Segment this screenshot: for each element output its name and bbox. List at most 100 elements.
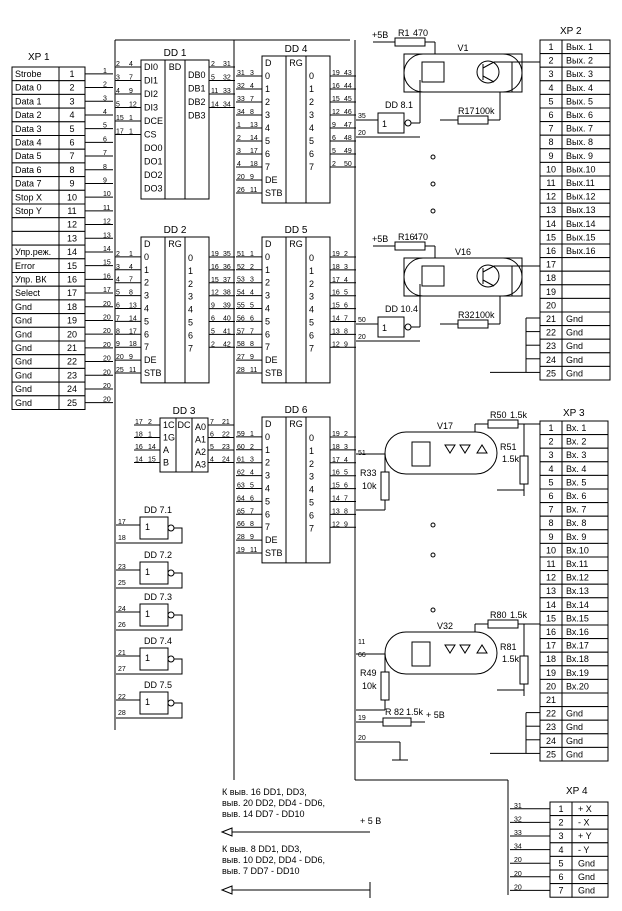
dd1-output-pin: 11 bbox=[211, 88, 218, 95]
continuation-dot bbox=[430, 522, 436, 528]
detector-body bbox=[411, 641, 431, 667]
dd4-pin-label: 2 bbox=[309, 97, 314, 107]
dd1-input-pin: 1 bbox=[129, 115, 133, 122]
dd2-output-pin: 9 bbox=[211, 303, 215, 310]
dd4-pin-label: 6 bbox=[309, 149, 314, 159]
dd4-output-pin: 2 bbox=[332, 161, 336, 168]
dd4-input-pin: 11 bbox=[250, 187, 257, 194]
dd1-pin-label: DI3 bbox=[144, 103, 158, 113]
dd5-body bbox=[261, 236, 331, 384]
gate-output-lead bbox=[116, 614, 183, 631]
wire-number: 35 bbox=[358, 113, 366, 120]
dd1-input-pin: 1 bbox=[129, 129, 133, 136]
dd1-title: DD 1 bbox=[164, 48, 187, 59]
dd3-output-pin: 6 bbox=[210, 432, 214, 439]
xp3-signal-name: Вх.14 bbox=[566, 600, 589, 610]
dd4-pin-label: 1 bbox=[309, 84, 314, 94]
resistor-name: R50 bbox=[490, 410, 507, 420]
continuation-dot bbox=[430, 181, 436, 187]
xp1-wire-number: 10 bbox=[103, 191, 111, 198]
dd1-input-wire: 5 bbox=[116, 102, 120, 109]
continuation-dot bbox=[430, 154, 436, 160]
dd2-output-pin: 12 bbox=[211, 290, 219, 297]
dd5-pin-label: 6 bbox=[309, 330, 314, 340]
wire-number: 50 bbox=[358, 317, 366, 324]
dd4-output-wire: 46 bbox=[344, 109, 352, 116]
dd2-output-pin: 19 bbox=[211, 251, 219, 258]
dd6-input-pin: 2 bbox=[250, 444, 254, 451]
xp1-signal-name: Data 0 bbox=[15, 83, 42, 93]
dd4-pin-label: 0 bbox=[265, 71, 270, 81]
xp1-pin-number: 18 bbox=[67, 302, 77, 312]
dd5-input-pin: 8 bbox=[250, 341, 254, 348]
xp2-signal-name: Gnd bbox=[566, 341, 583, 351]
dd3-input-wire: 14 bbox=[135, 457, 143, 464]
xp2-pin-number: 5 bbox=[548, 96, 553, 106]
dd1-pin-label: CS bbox=[144, 130, 157, 140]
dd5-output-wire: 8 bbox=[344, 328, 348, 335]
dd1-pin-label: DO0 bbox=[144, 143, 163, 153]
xp2-pin-number: 25 bbox=[546, 368, 556, 378]
dd4-pin-label: 3 bbox=[265, 110, 270, 120]
transistor-icon bbox=[476, 60, 500, 84]
dd6-pin-label: 2 bbox=[309, 459, 314, 469]
xp1-signal-name: Data 2 bbox=[15, 110, 42, 120]
gate-label: 1 bbox=[145, 567, 150, 577]
dd6-body bbox=[261, 416, 331, 564]
xp1-wire-number: 20 bbox=[103, 342, 111, 349]
supply-label: + 5B bbox=[426, 710, 445, 720]
arrow-icon bbox=[220, 885, 233, 895]
xp2-pin-number: 1 bbox=[548, 42, 553, 52]
dd5-pin-label: 3 bbox=[265, 291, 270, 301]
dd6-output-wire: 7 bbox=[344, 496, 348, 503]
dd6-output-pin: 15 bbox=[332, 483, 340, 490]
dd4-pin-label: 4 bbox=[309, 123, 314, 133]
gate-body bbox=[377, 112, 405, 134]
dd2-input-wire: 7 bbox=[116, 315, 120, 322]
dd4-input-wire: 20 bbox=[237, 174, 245, 181]
dd6-input-wire: 64 bbox=[237, 495, 245, 502]
xp1-pin-number: 10 bbox=[67, 192, 77, 202]
dd6-output-pin: 14 bbox=[332, 496, 340, 503]
xp2-pin-number: 13 bbox=[546, 205, 556, 215]
dd1-input-wire: 2 bbox=[116, 61, 120, 68]
led-frame bbox=[421, 265, 445, 287]
dd2-input-wire: 9 bbox=[116, 341, 120, 348]
resistor-value: 10k bbox=[362, 481, 377, 491]
dd6-pin-label: 6 bbox=[309, 510, 314, 520]
dd5-output-wire: 2 bbox=[344, 251, 348, 258]
power-note-line: К выв. 16 DD1, DD3, bbox=[222, 787, 307, 797]
transistor-emitter bbox=[482, 279, 495, 287]
dd1-pin-label: DI1 bbox=[144, 76, 158, 86]
xp1-signal-name: Gnd bbox=[15, 370, 32, 380]
dd4-output-wire: 47 bbox=[344, 122, 352, 129]
xp2-signal-name: Вых.14 bbox=[566, 219, 595, 229]
xp4-pin-number: 3 bbox=[558, 831, 563, 841]
dd5-input-wire: 28 bbox=[237, 367, 245, 374]
dd5-pin-label: D bbox=[265, 239, 272, 249]
dd1-pin-label: DO2 bbox=[144, 170, 163, 180]
dd4-title: DD 4 bbox=[285, 44, 308, 55]
resistor-name: R33 bbox=[360, 468, 377, 478]
dd4-input-pin: 8 bbox=[250, 109, 254, 116]
dd3-pin-label: A1 bbox=[195, 435, 206, 445]
dd5-output-wire: 6 bbox=[344, 303, 348, 310]
dd1-input-pin: 7 bbox=[129, 75, 133, 82]
gate-output-lead bbox=[116, 572, 183, 589]
dd1-output-wire: 31 bbox=[223, 61, 231, 68]
dd6-pin-label: DE bbox=[265, 535, 278, 545]
xp1-title: XP 1 bbox=[28, 52, 50, 63]
xp2-signal-name: Gnd bbox=[566, 328, 583, 338]
dd5-input-wire: 55 bbox=[237, 303, 245, 310]
dd6-pin-label: 4 bbox=[309, 485, 314, 495]
dd4-input-pin: 18 bbox=[250, 161, 258, 168]
xp3-pin-number: 18 bbox=[546, 654, 556, 664]
xp1-pin-number: 11 bbox=[67, 206, 76, 216]
dd2-input-pin: 14 bbox=[129, 315, 137, 322]
optocoupler-name: V32 bbox=[437, 621, 453, 631]
gate-title: DD 7.4 bbox=[144, 636, 172, 646]
